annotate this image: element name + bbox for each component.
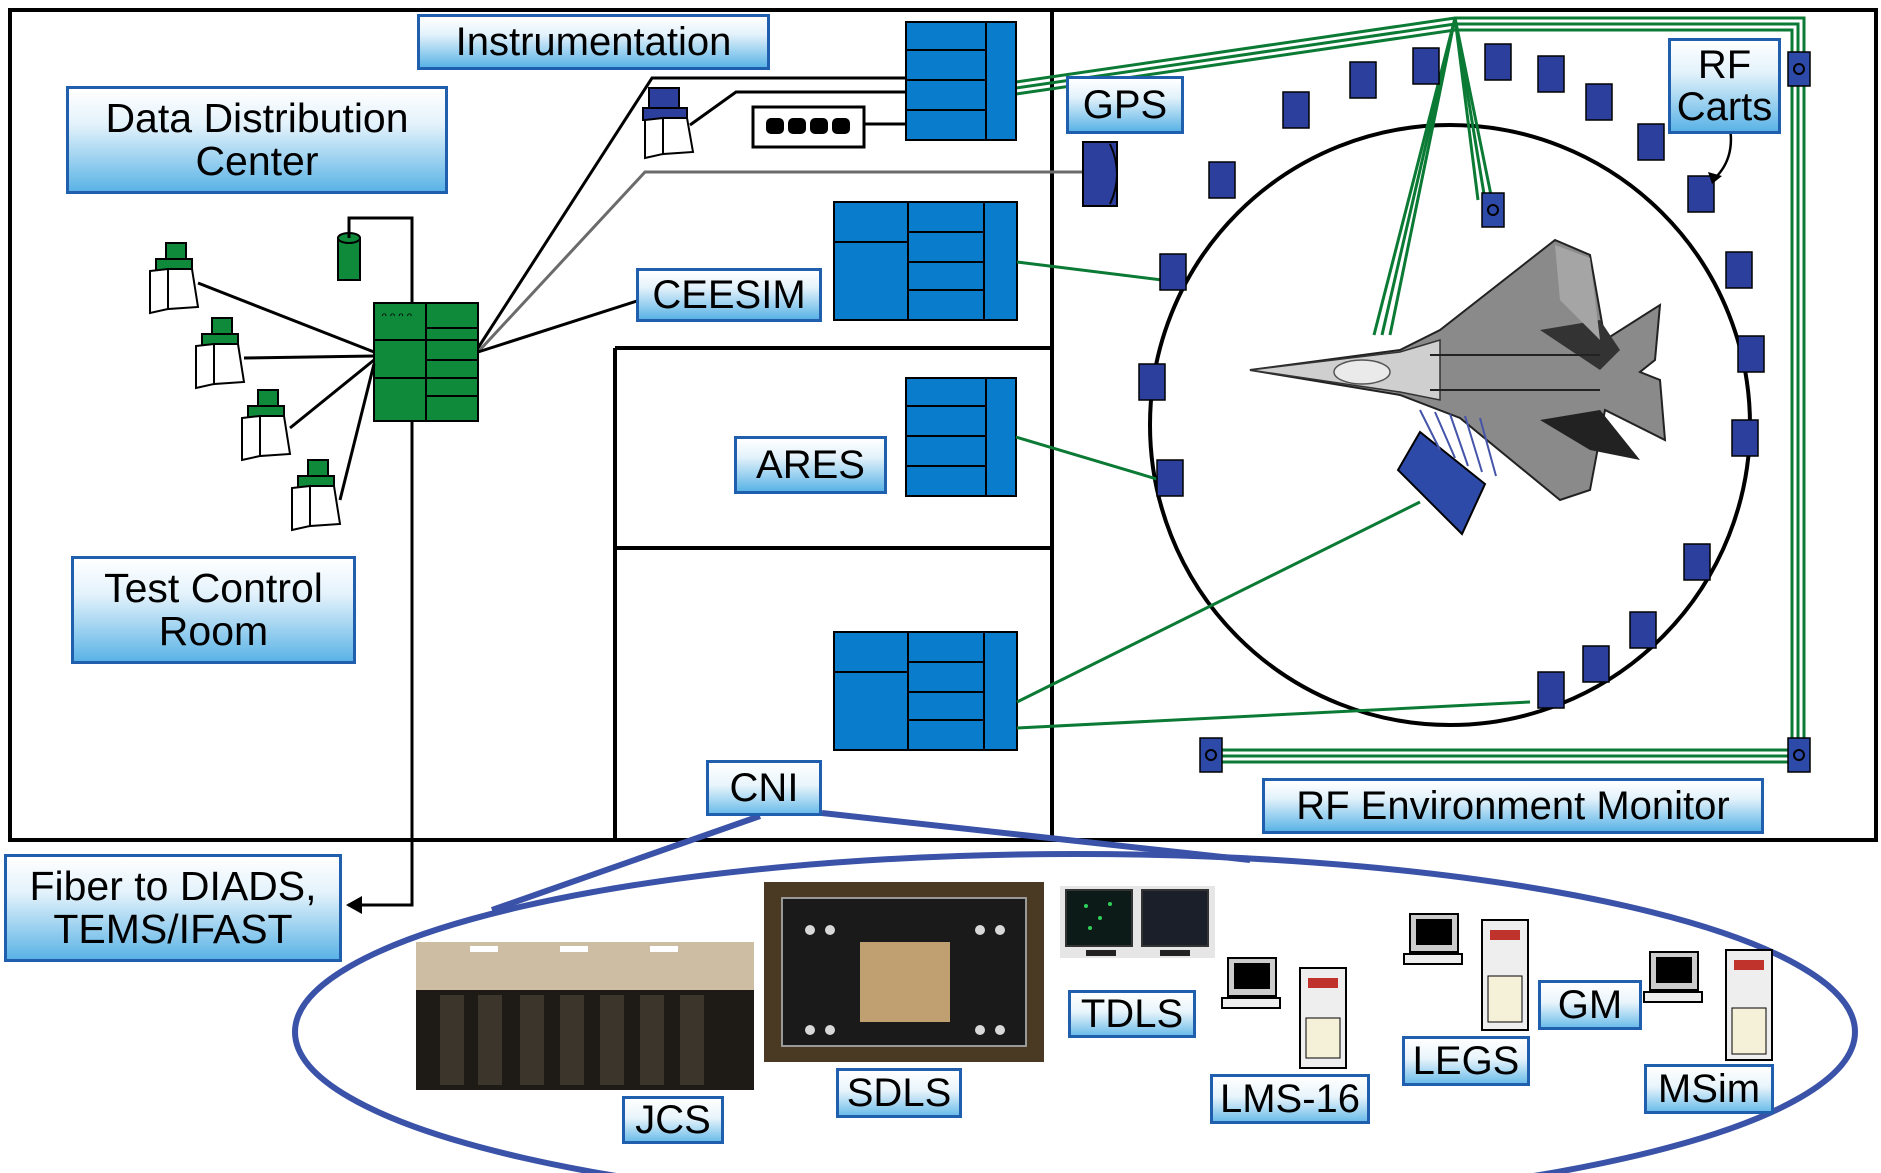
- disk-array-icon: [751, 105, 866, 149]
- gps-antenna-icon: [1082, 141, 1118, 207]
- storage-cylinder-icon: [337, 232, 361, 281]
- rf-cart-bus: [1015, 16, 1806, 764]
- rf-cart-icon: [1537, 55, 1565, 93]
- rf-cart-icon: [1159, 253, 1187, 291]
- ares-rack: [905, 377, 1017, 497]
- facility-outline: [8, 8, 1878, 842]
- fiber-label: Fiber to DIADS, TEMS/IFAST: [4, 854, 342, 962]
- rf-environment-monitor-label: RF Environment Monitor: [1262, 778, 1764, 834]
- rf-cart-icon: [1687, 175, 1715, 213]
- workstation-icon: [149, 242, 200, 315]
- jcs-label: JCS: [622, 1096, 724, 1144]
- cni-rack: [833, 631, 1018, 751]
- gm-label: GM: [1538, 980, 1642, 1030]
- svg-text:ᵔᵔᵔᵔ: ᵔᵔᵔᵔ: [380, 311, 414, 327]
- rf-cart-icon: [1683, 543, 1711, 581]
- jcs-equipment-photo: [416, 942, 754, 1090]
- tdls-label: TDLS: [1068, 990, 1196, 1038]
- rf-cart-icon: [1138, 363, 1166, 401]
- rf-carts-label: RF Carts: [1668, 38, 1781, 134]
- instrumentation-rack: [905, 21, 1017, 141]
- desktop-computer-icon: [1403, 913, 1529, 1031]
- rf-carts-pointer: [1712, 127, 1733, 181]
- rf-cart-icon: [1199, 737, 1223, 773]
- rf-cart-icon: [1637, 123, 1665, 161]
- sdls-equipment-photo: [764, 882, 1044, 1062]
- workstation-icon: [642, 87, 695, 160]
- rf-cart-icon: [1787, 737, 1811, 773]
- desktop-computer-icon: [1643, 949, 1773, 1061]
- cni-link-2: [1016, 700, 1531, 730]
- rf-cart-icon: [1582, 645, 1610, 683]
- data-distribution-label: Data Distribution Center: [66, 86, 448, 194]
- rf-cart-icon: [1484, 43, 1512, 81]
- cni-label: CNI: [706, 760, 822, 816]
- ceesim-label: CEESIM: [636, 268, 822, 322]
- rf-cart-icon: [1156, 459, 1184, 497]
- ceesim-rack: [833, 201, 1018, 321]
- antenna-panel: [1396, 409, 1497, 536]
- rf-cart-icon: [1737, 335, 1765, 373]
- ceesim-link: [1016, 260, 1163, 282]
- desktop-computer-icon: [1221, 957, 1347, 1069]
- rf-cart-icon: [1629, 611, 1657, 649]
- legs-label: LEGS: [1402, 1036, 1530, 1086]
- aircraft-icon: [1249, 238, 1667, 502]
- gps-feed-line: [476, 170, 1085, 354]
- cni-equipment-ellipse: [292, 851, 1858, 1173]
- lms16-label: LMS-16: [1210, 1074, 1370, 1124]
- gps-label: GPS: [1066, 76, 1184, 134]
- rf-cart-icon: [1349, 61, 1377, 99]
- rf-cart-icon: [1585, 83, 1613, 121]
- rf-cart-icon: [1208, 161, 1236, 199]
- workstation-icon: [241, 389, 292, 462]
- rf-cart-icon: [1481, 192, 1505, 228]
- workstation-icon: [195, 317, 246, 390]
- rf-cart-icon: [1537, 671, 1565, 709]
- rf-cart-icon: [1725, 251, 1753, 289]
- cni-link-1: [1016, 500, 1421, 704]
- test-control-label: Test Control Room: [71, 556, 356, 664]
- instrumentation-label: Instrumentation: [417, 14, 770, 70]
- tdls-equipment-photo: [1060, 886, 1215, 958]
- rf-cart-icon: [1731, 419, 1759, 457]
- workstation-icon: [291, 459, 342, 532]
- ares-label: ARES: [734, 436, 887, 494]
- rf-cart-icon: [1282, 91, 1310, 129]
- rf-cart-icon: [1412, 47, 1440, 85]
- sdls-label: SDLS: [836, 1068, 962, 1118]
- rf-cart-icon: [1787, 51, 1811, 87]
- ares-link: [1015, 435, 1161, 482]
- test-control-rack: ᵔᵔᵔᵔ: [373, 302, 479, 422]
- msim-label: MSim: [1644, 1064, 1774, 1114]
